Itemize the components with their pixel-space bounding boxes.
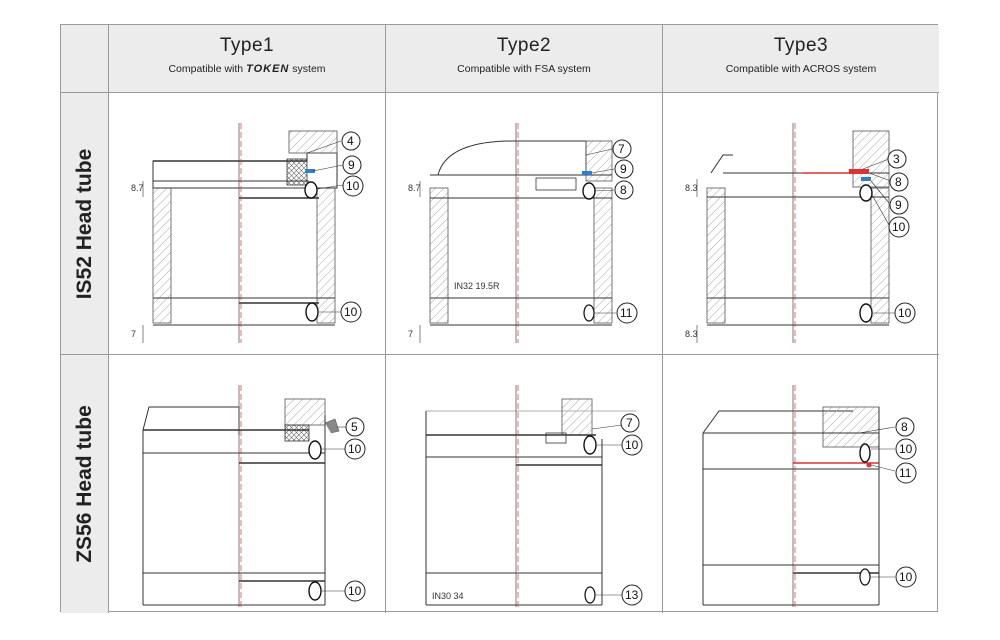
col-header-type2: Type2 Compatible with FSA system xyxy=(386,25,663,93)
token-logo: TOKEN xyxy=(246,63,290,75)
dim-label: 8.7 xyxy=(408,183,421,193)
col-title: Type1 xyxy=(219,35,275,56)
dim-label: 8.7 xyxy=(131,183,144,193)
row-header-is52: IS52 Head tube xyxy=(61,93,109,355)
col-subtitle: Compatible with TOKEN system xyxy=(168,63,326,75)
svg-text:9: 9 xyxy=(895,198,902,212)
callout-8: 8 xyxy=(895,417,915,437)
headset-drawing: IN32 19.5R 8.7 7 7 9 8 11 xyxy=(408,123,638,343)
svg-text:7: 7 xyxy=(626,416,633,430)
callout-10: 10 xyxy=(894,302,916,324)
callout-4: 4 xyxy=(341,131,361,151)
row-label: ZS56 Head tube xyxy=(72,405,96,563)
dim-label: 8.3 xyxy=(685,329,698,339)
headset-comparison-table: Type1 Compatible with TOKEN system Type2… xyxy=(60,24,939,613)
diagram-zs56-type3: 8 10 11 10 xyxy=(663,355,939,613)
svg-text:9: 9 xyxy=(620,162,627,176)
callout-10: 10 xyxy=(895,566,917,588)
callout-9: 9 xyxy=(889,195,909,215)
callout-8: 8 xyxy=(614,180,634,200)
callout-7: 7 xyxy=(620,413,640,433)
callout-3: 3 xyxy=(887,149,907,169)
part-stamp: IN30 34 xyxy=(432,591,464,601)
dim-label: 8.3 xyxy=(685,183,698,193)
diagram-is52-type3: 8.3 8.3 3 8 9 10 10 xyxy=(663,93,939,355)
svg-text:4: 4 xyxy=(347,134,354,148)
svg-text:13: 13 xyxy=(625,588,639,602)
svg-text:11: 11 xyxy=(620,306,633,320)
col-title: Type3 xyxy=(773,35,829,56)
callout-7: 7 xyxy=(612,139,632,159)
col-header-type3: Type3 Compatible with ACROS system xyxy=(663,25,939,93)
svg-text:10: 10 xyxy=(899,570,913,584)
callout-11: 11 xyxy=(616,302,638,324)
col-header-type1: Type1 Compatible with TOKEN system xyxy=(109,25,386,93)
svg-text:5: 5 xyxy=(351,420,358,434)
headset-drawing: 8 10 11 10 xyxy=(702,385,917,607)
diagram-zs56-type2: IN30 34 7 10 13 xyxy=(386,355,663,613)
svg-text:3: 3 xyxy=(893,152,900,166)
svg-text:11: 11 xyxy=(899,466,912,480)
callout-11: 11 xyxy=(895,462,917,484)
col-subtitle: Compatible with ACROS system xyxy=(725,63,877,75)
svg-text:10: 10 xyxy=(625,438,639,452)
callout-8: 8 xyxy=(889,172,909,192)
headset-drawing: 8.3 8.3 3 8 9 10 10 xyxy=(685,123,916,343)
diagram-zs56-type1: 5 10 10 xyxy=(109,355,386,613)
diagram-is52-type1: 8.7 7 4 9 10 10 xyxy=(109,93,386,355)
headset-drawing: 5 10 10 xyxy=(142,385,366,607)
dim-label: 7 xyxy=(131,329,136,339)
dim-label: 7 xyxy=(408,329,413,339)
callout-10: 10 xyxy=(344,580,366,602)
diagram-is52-type2: IN32 19.5R 8.7 7 7 9 8 11 xyxy=(386,93,663,355)
svg-text:10: 10 xyxy=(348,442,362,456)
callout-9: 9 xyxy=(342,155,362,175)
headset-drawing: IN30 34 7 10 13 xyxy=(425,385,643,607)
svg-text:10: 10 xyxy=(348,584,362,598)
callout-10: 10 xyxy=(344,438,366,460)
headset-drawing: 8.7 7 4 9 10 10 xyxy=(131,123,364,343)
svg-text:8: 8 xyxy=(901,420,908,434)
col-subtitle: Compatible with FSA system xyxy=(457,63,591,75)
row-label: IS52 Head tube xyxy=(72,148,96,299)
svg-text:10: 10 xyxy=(898,306,912,320)
svg-text:10: 10 xyxy=(344,305,358,319)
callout-10: 10 xyxy=(340,301,362,323)
row-header-zs56: ZS56 Head tube xyxy=(61,355,109,613)
callout-10: 10 xyxy=(621,434,643,456)
svg-text:8: 8 xyxy=(895,175,902,189)
callout-13: 13 xyxy=(621,584,643,606)
svg-text:10: 10 xyxy=(346,179,360,193)
svg-text:9: 9 xyxy=(348,158,355,172)
part-stamp: IN32 19.5R xyxy=(454,281,500,291)
corner-cell xyxy=(61,25,109,93)
svg-text:8: 8 xyxy=(620,183,627,197)
callout-9: 9 xyxy=(614,159,634,179)
callout-10: 10 xyxy=(888,216,910,238)
callout-10: 10 xyxy=(895,438,917,460)
svg-text:10: 10 xyxy=(892,220,906,234)
svg-text:7: 7 xyxy=(618,142,625,156)
callout-10: 10 xyxy=(342,175,364,197)
col-title: Type2 xyxy=(496,35,552,56)
callout-5: 5 xyxy=(345,417,365,437)
svg-text:10: 10 xyxy=(899,442,913,456)
